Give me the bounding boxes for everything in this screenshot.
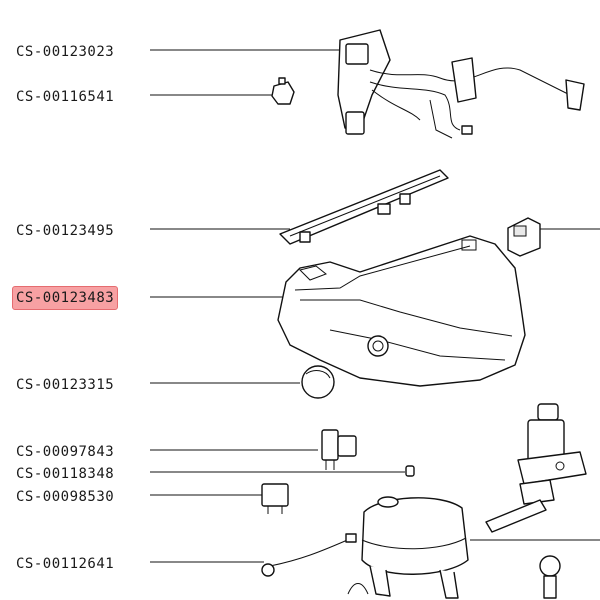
part-label-cs-00097843[interactable]: CS-00097843	[16, 444, 115, 460]
small-connector-drawing	[271, 77, 295, 105]
part-label-cs-00123483[interactable]: CS-00123483	[12, 286, 119, 310]
relay-drawing	[261, 483, 289, 514]
power-cable-drawing	[261, 533, 357, 577]
part-label-cs-00098530[interactable]: CS-00098530	[16, 489, 115, 505]
part-label-cs-00123495[interactable]: CS-00123495	[16, 223, 115, 239]
boiler-tank-drawing	[361, 496, 469, 599]
control-panel-strip-drawing	[279, 169, 449, 245]
main-housing-drawing	[277, 235, 526, 387]
bottom-edge-parts-drawing	[347, 555, 561, 599]
switch-block-drawing	[507, 217, 541, 257]
part-label-cs-00123023[interactable]: CS-00123023	[16, 44, 115, 60]
knob-drawing	[301, 365, 335, 399]
part-label-cs-00123315[interactable]: CS-00123315	[16, 377, 115, 393]
small-pin-drawing	[405, 465, 415, 477]
valve-assembly-drawing	[485, 403, 587, 533]
wiring-harness-drawing	[337, 29, 585, 139]
thermostat-drawing	[321, 429, 357, 470]
leader-lines	[150, 49, 600, 563]
part-label-cs-00116541[interactable]: CS-00116541	[16, 89, 115, 105]
part-label-cs-00118348[interactable]: CS-00118348	[16, 466, 115, 482]
part-label-cs-00112641[interactable]: CS-00112641	[16, 556, 115, 572]
